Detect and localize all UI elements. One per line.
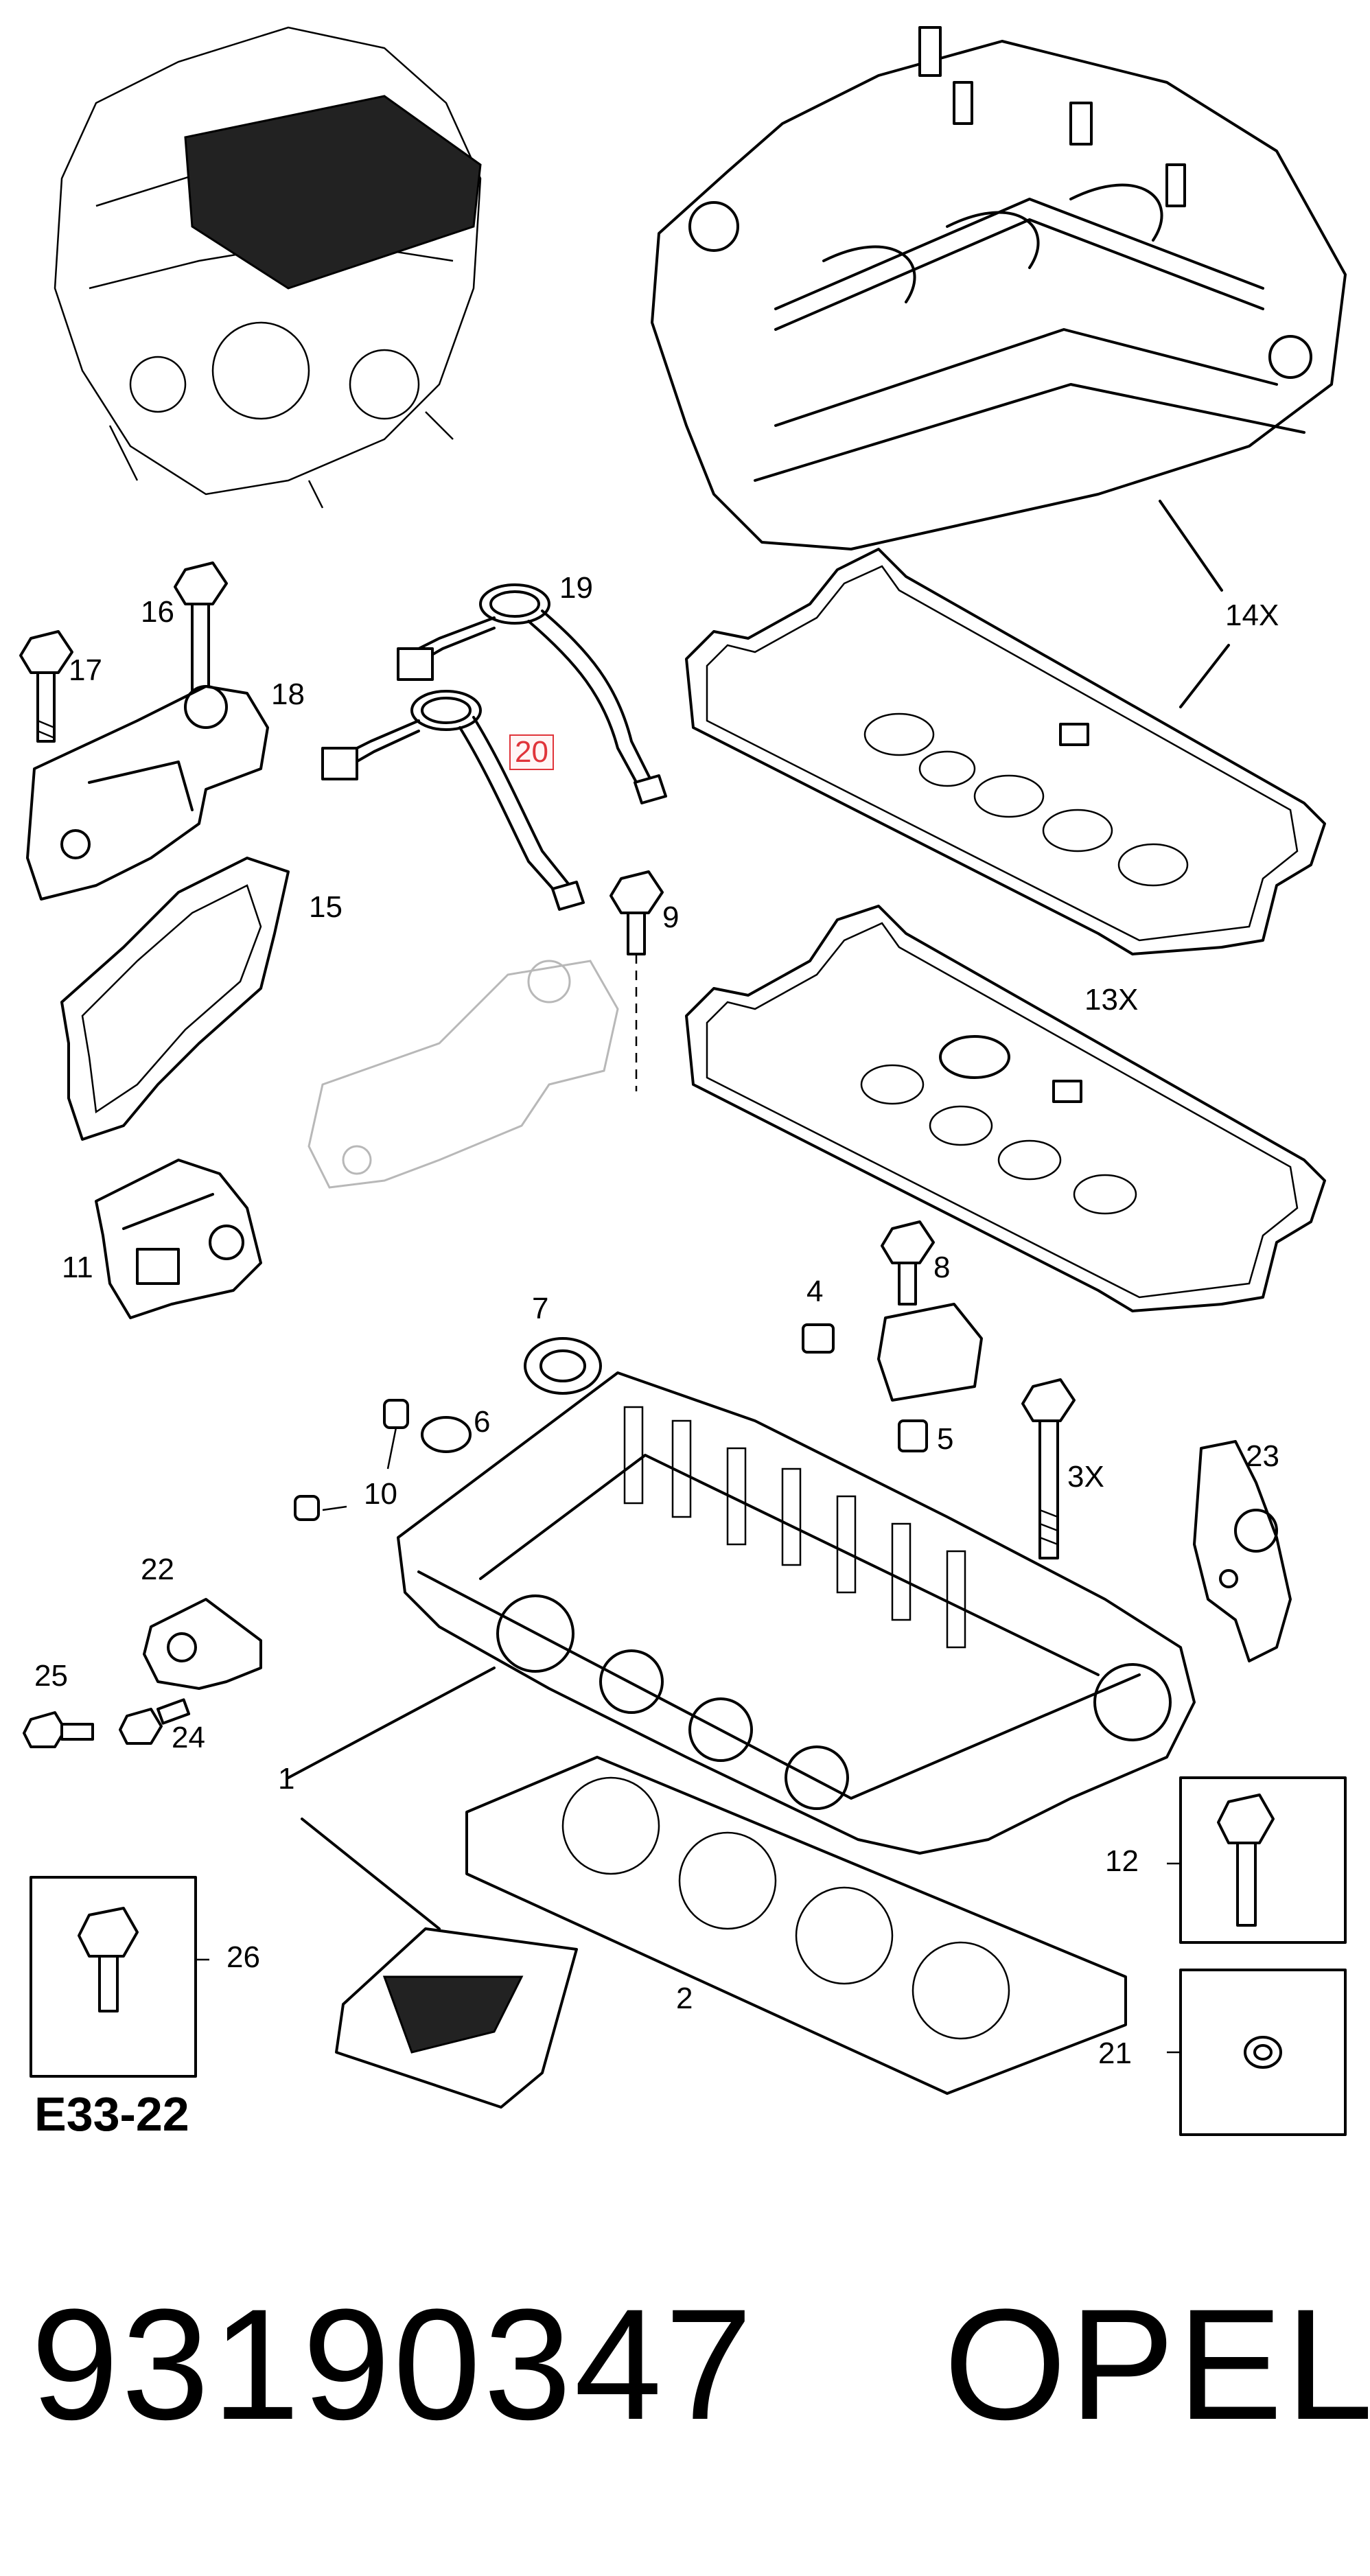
box-12 bbox=[1167, 1776, 1347, 1944]
callout-6: 6 bbox=[474, 1405, 491, 1439]
bushing-5 bbox=[898, 1419, 928, 1452]
head-gasket-2 bbox=[465, 1756, 1127, 2095]
bushing-4 bbox=[802, 1323, 835, 1354]
callout-10: 10 bbox=[364, 1477, 397, 1511]
bracket-11 bbox=[95, 1159, 262, 1319]
sleeve-10 bbox=[294, 1399, 409, 1521]
bolt-24 bbox=[119, 1698, 191, 1745]
callout-8: 8 bbox=[933, 1251, 951, 1284]
callout-3x: 3X bbox=[1067, 1460, 1104, 1494]
callout-14x: 14X bbox=[1225, 599, 1279, 632]
callout-23: 23 bbox=[1246, 1439, 1279, 1473]
callout-21: 21 bbox=[1098, 2037, 1132, 2070]
box-21 bbox=[1167, 1969, 1347, 2136]
head-bolt-3x bbox=[1021, 1378, 1076, 1559]
bolt-8 bbox=[881, 1220, 935, 1306]
callout-20[interactable]: 20 bbox=[509, 734, 554, 770]
bolt-9 bbox=[609, 870, 664, 1091]
valve-cover-gasket-14x bbox=[685, 548, 1326, 955]
cylinder-head-1 bbox=[287, 1371, 1196, 1855]
callout-4: 4 bbox=[806, 1275, 824, 1308]
callout-13x: 13X bbox=[1084, 983, 1139, 1017]
valve-cover-illustration bbox=[651, 26, 1347, 592]
callout-19: 19 bbox=[559, 571, 593, 605]
callout-12: 12 bbox=[1105, 1844, 1139, 1878]
breather-hose-19 bbox=[397, 583, 667, 804]
callout-2: 2 bbox=[676, 1982, 693, 2015]
bolt-25 bbox=[23, 1711, 94, 1748]
seal-7 bbox=[524, 1337, 602, 1395]
callout-9: 9 bbox=[662, 901, 680, 934]
timing-cover-15 bbox=[60, 857, 290, 1141]
callout-24: 24 bbox=[172, 1721, 205, 1754]
engine-overview-illustration bbox=[54, 26, 482, 509]
breather-hose-20 bbox=[321, 690, 585, 911]
gasket-kit-bag bbox=[301, 1818, 578, 2109]
callout-25: 25 bbox=[34, 1659, 68, 1693]
callout-1: 1 bbox=[278, 1762, 295, 1796]
bracket-22 bbox=[143, 1598, 262, 1690]
callout-22: 22 bbox=[141, 1553, 174, 1586]
callout-17: 17 bbox=[69, 653, 102, 687]
callout-5: 5 bbox=[937, 1422, 954, 1456]
callout-15: 15 bbox=[309, 890, 342, 924]
bolt-17 bbox=[19, 630, 73, 743]
box-26 bbox=[30, 1876, 209, 2078]
callout-11: 11 bbox=[62, 1251, 93, 1284]
part-number: 93190347 bbox=[31, 2276, 756, 2452]
ghost-bracket bbox=[307, 960, 619, 1189]
callout-26: 26 bbox=[227, 1940, 260, 1974]
bracket-plate-23 bbox=[1193, 1440, 1292, 1662]
diagram-code: E33-22 bbox=[34, 2087, 189, 2141]
bracket-18 bbox=[26, 685, 269, 901]
plug-6 bbox=[421, 1416, 472, 1453]
callout-7: 7 bbox=[532, 1292, 549, 1325]
brand-name: OPEL bbox=[944, 2276, 1370, 2452]
valve-cover-gasket-13x bbox=[685, 905, 1326, 1312]
callout-16: 16 bbox=[141, 595, 174, 629]
callout-18: 18 bbox=[271, 677, 305, 711]
bearing-cap bbox=[877, 1303, 983, 1402]
